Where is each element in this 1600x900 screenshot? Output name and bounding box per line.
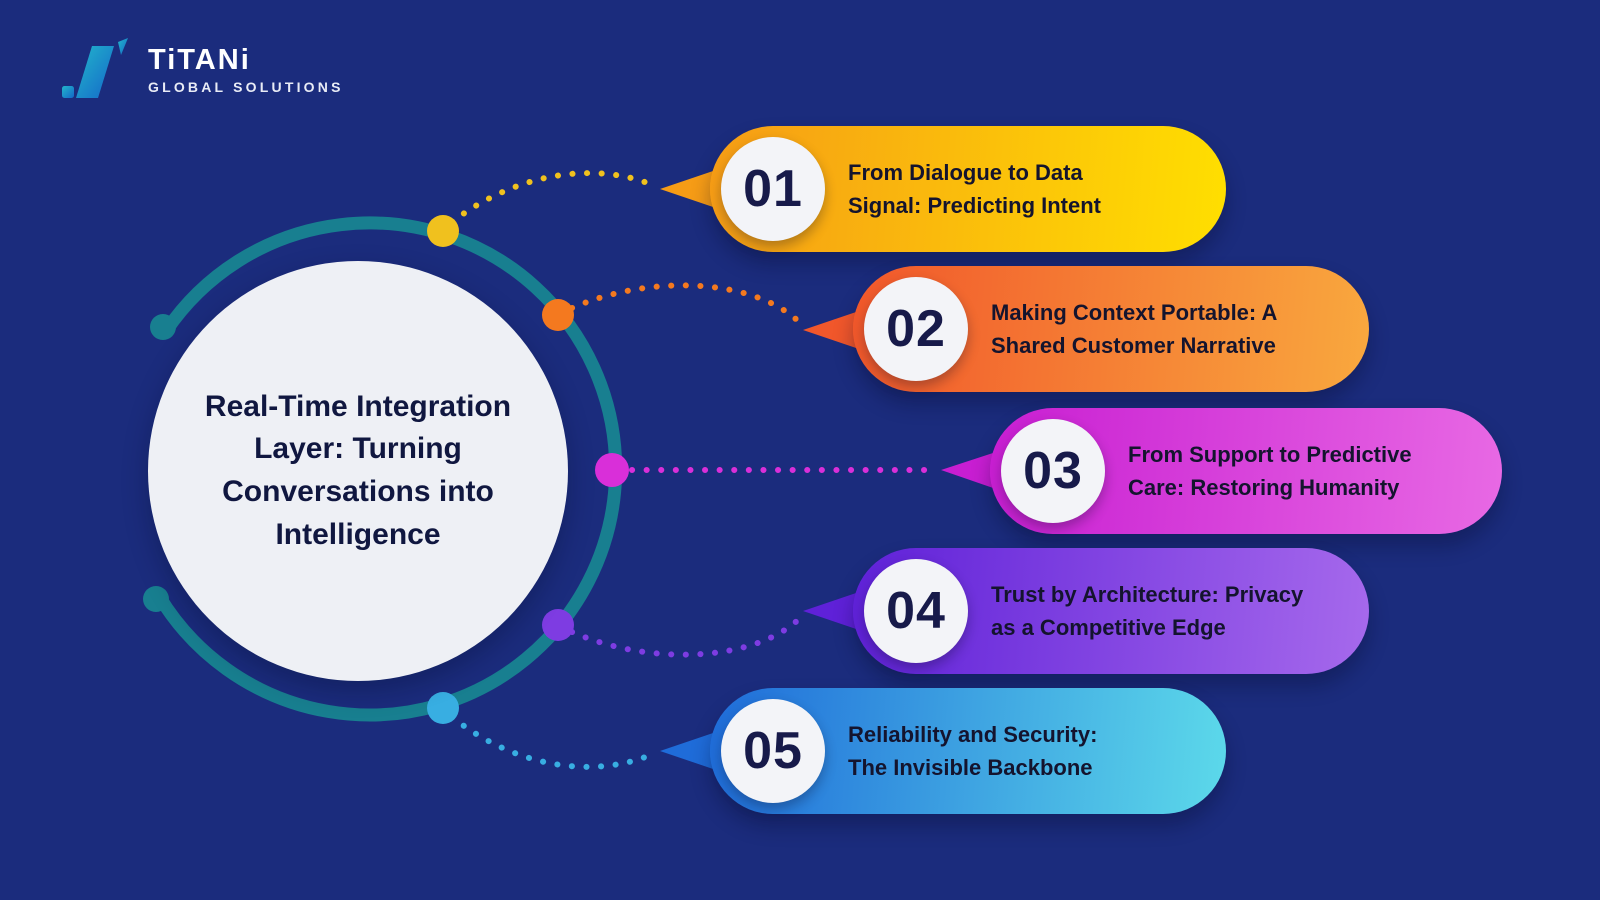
arrow-wedge-4 (803, 592, 859, 630)
ring-end-dot-bottom (143, 586, 169, 612)
anchor-dot-3 (595, 453, 629, 487)
step-2-number: 02 (886, 300, 946, 358)
step-1-number-badge: 01 (721, 137, 825, 241)
anchor-dot-2 (542, 299, 574, 331)
step-pill-3: 03 From Support to Predictive Care: Rest… (990, 408, 1502, 534)
step-pill-5: 05 Reliability and Security: The Invisib… (710, 688, 1226, 814)
step-3-number: 03 (1023, 442, 1083, 500)
step-5-number-badge: 05 (721, 699, 825, 803)
step-4-number-badge: 04 (864, 559, 968, 663)
step-pill-1: 01 From Dialogue to Data Signal: Predict… (710, 126, 1226, 252)
anchor-dot-1 (427, 215, 459, 247)
arrow-wedge-3 (941, 452, 996, 489)
step-1-number: 01 (743, 160, 803, 218)
step-2-number-badge: 02 (864, 277, 968, 381)
logo: TiTANi GLOBAL SOLUTIONS (62, 38, 344, 102)
step-5-label: Reliability and Security: The Invisible … (848, 722, 1098, 780)
step-3-label: From Support to Predictive Care: Restori… (1128, 442, 1412, 500)
step-3-number-badge: 03 (1001, 419, 1105, 523)
arrow-wedge-5 (660, 732, 716, 770)
step-1-label: From Dialogue to Data Signal: Predicting… (848, 160, 1102, 218)
connector-line-1 (449, 170, 658, 225)
center-circle: Real-Time Integration Layer: Turning Con… (148, 261, 568, 681)
step-4-label: Trust by Architecture: Privacy as a Comp… (991, 582, 1304, 640)
step-5-number: 05 (743, 722, 803, 780)
connector-line-5 (449, 714, 658, 770)
step-pill-4: 04 Trust by Architecture: Privacy as a C… (853, 548, 1369, 674)
connector-line-4 (569, 613, 805, 658)
arrow-wedge-2 (803, 311, 859, 349)
logo-tagline: GLOBAL SOLUTIONS (148, 79, 344, 96)
logo-name: TiTANi (148, 43, 251, 76)
ring-end-dot-top (150, 314, 176, 340)
step-4-number: 04 (886, 582, 946, 640)
connector-line-2 (569, 282, 805, 328)
titani-logo-icon (62, 38, 128, 98)
step-2-label: Making Context Portable: A Shared Custom… (991, 300, 1278, 358)
anchor-dot-4 (542, 609, 574, 641)
step-pill-2: 02 Making Context Portable: A Shared Cus… (853, 266, 1369, 392)
center-title: Real-Time Integration Layer: Turning Con… (204, 389, 512, 551)
arrow-wedge-1 (660, 170, 716, 208)
logo-text: TiTANi GLOBAL SOLUTIONS (148, 43, 344, 96)
anchor-dot-5 (427, 692, 459, 724)
